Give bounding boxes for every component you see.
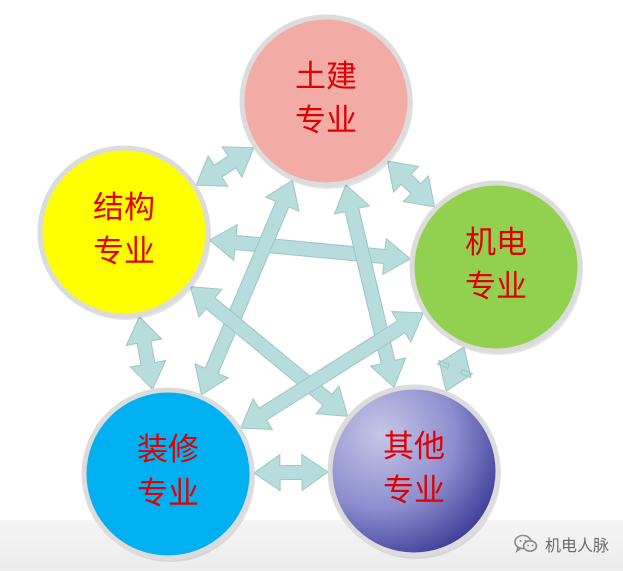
node-circle-electromech [409, 180, 583, 354]
arrow-decoration-other [253, 453, 329, 492]
watermark-text: 机电人脉 [544, 536, 609, 555]
node-label-line2: 专业 [137, 476, 199, 512]
arrow-electromech-other [436, 345, 474, 393]
arrows-layer [125, 146, 474, 492]
node-label-line1: 土建 [295, 59, 357, 95]
node-circle-civil [239, 14, 413, 188]
node-label-line2: 专业 [93, 234, 155, 270]
node-label-line1: 结构 [93, 190, 155, 226]
node-label-line1: 装修 [137, 432, 199, 468]
arrow-civil-structure [195, 146, 255, 187]
arrow-civil-electromech [386, 160, 436, 208]
wechat-icon [514, 534, 538, 553]
watermark: 机电人脉 [513, 528, 609, 560]
arrow-structure-electromech [208, 223, 412, 276]
node-circle-decoration [81, 387, 255, 561]
node-label-line2: 专业 [465, 269, 527, 305]
node-circle-structure [37, 145, 211, 319]
arrow-structure-decoration [125, 315, 167, 391]
node-circle-other [327, 384, 501, 558]
node-label-line2: 专业 [295, 103, 357, 139]
node-label-line2: 专业 [383, 473, 445, 509]
node-label-line1: 其他 [383, 429, 445, 465]
node-label-line1: 机电 [465, 225, 527, 261]
